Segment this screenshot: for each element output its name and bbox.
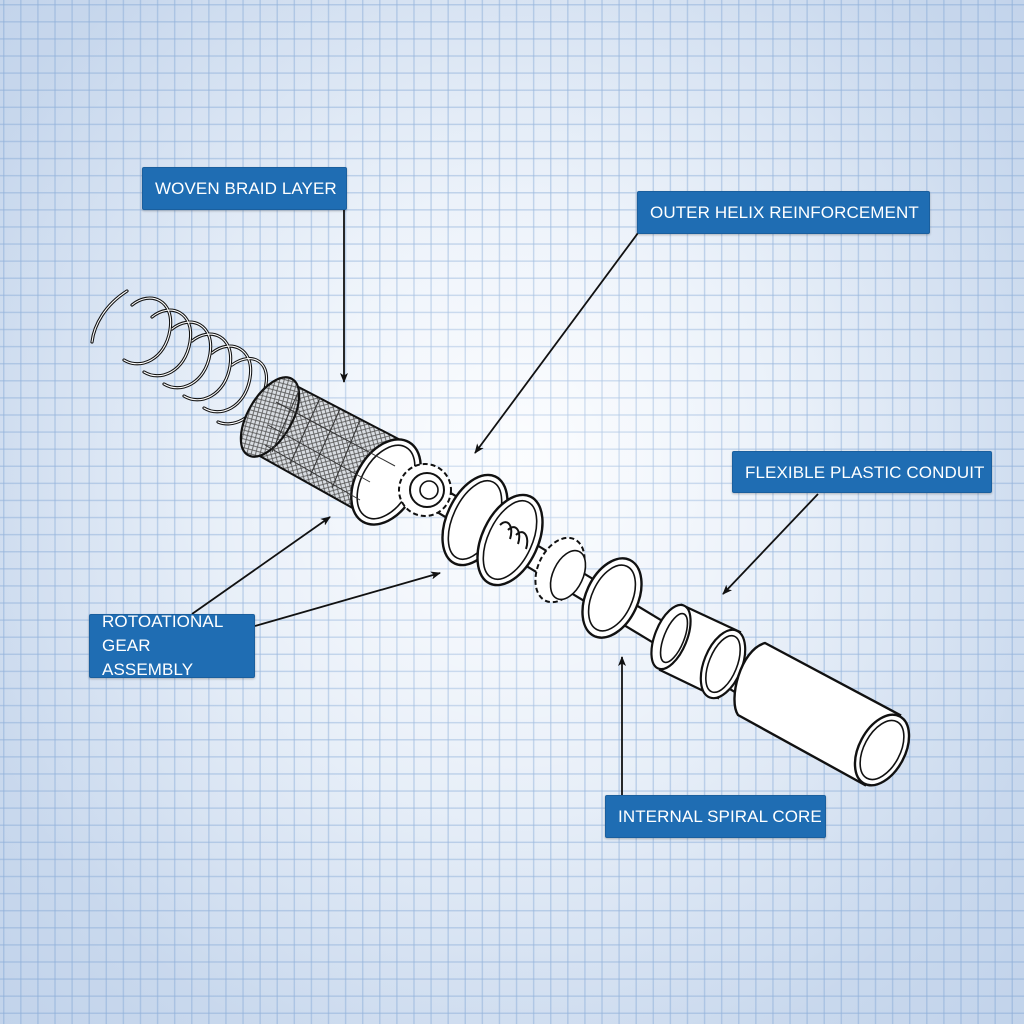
label-rotational-gear-assembly: ROTOATIONAL GEAR ASSEMBLY (89, 612, 255, 679)
label-text: FLEXIBLE PLASTIC CONDUIT (745, 462, 985, 482)
arrow-outer-helix (474, 232, 639, 454)
plastic-conduit-tube (733, 641, 911, 787)
label-outer-helix-reinforcement: OUTER HELIX REINFORCEMENT (637, 191, 930, 234)
label-woven-braid-layer: WOVEN BRAID LAYER (142, 167, 347, 210)
label-text-line1: ROTOATIONAL (102, 612, 224, 631)
arrow-gear-assembly-1 (191, 516, 331, 615)
arrow-gear-assembly-2 (254, 571, 441, 627)
leader-arrows (191, 210, 819, 796)
label-internal-spiral-core: INTERNAL SPIRAL CORE (605, 795, 826, 838)
label-flexible-plastic-conduit: FLEXIBLE PLASTIC CONDUIT (732, 451, 992, 493)
ring-pair-with-spring (441, 473, 544, 587)
arrow-flexible-conduit (722, 493, 819, 595)
label-text: OUTER HELIX REINFORCEMENT (650, 203, 919, 222)
spur-gear-2 (534, 536, 587, 604)
bearing-ring (581, 557, 643, 639)
label-text-line2: GEAR ASSEMBLY (102, 636, 194, 679)
spur-gear-1 (398, 463, 452, 517)
coil-spring (90, 289, 269, 426)
woven-braid-cylinder (239, 376, 422, 526)
label-text: INTERNAL SPIRAL CORE (618, 807, 822, 826)
two-part-collar (650, 603, 747, 700)
label-text: WOVEN BRAID LAYER (155, 179, 337, 198)
